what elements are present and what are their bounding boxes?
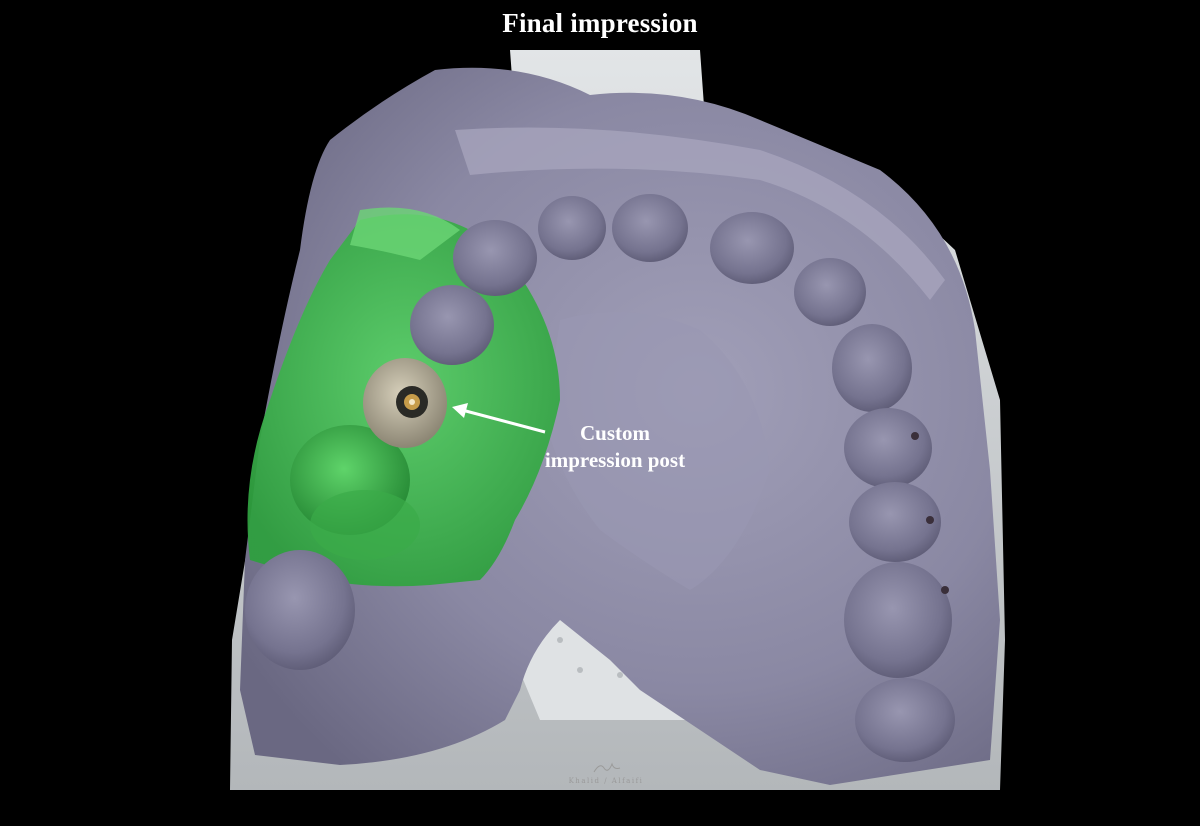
- label-line-2: impression post: [544, 448, 686, 472]
- tooth-imprints: [245, 194, 955, 762]
- signature-first-name: Khalid: [568, 777, 601, 785]
- label-line-1: Custom: [579, 421, 650, 445]
- figure-title: Final impression: [502, 8, 698, 38]
- signature-last-name: Alfaifi: [611, 777, 644, 785]
- annotation-arrow: [452, 403, 546, 434]
- author-signature: Khalid / Alfaifi: [566, 760, 646, 785]
- signature-mark: [593, 762, 621, 773]
- signature-separator: /: [604, 777, 609, 785]
- custom-impression-post-label: Custom impression post: [520, 420, 710, 474]
- custom-impression-post: [363, 358, 447, 448]
